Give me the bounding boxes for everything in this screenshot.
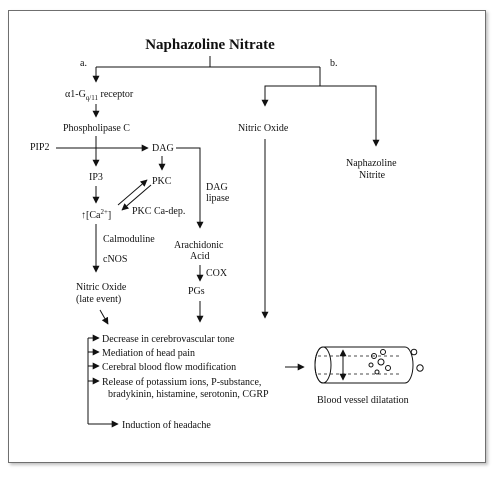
- pkc-ca-dep-label: PKC Ca-dep.: [132, 206, 185, 217]
- dag-lipase-line2: lipase: [206, 193, 230, 204]
- arrow-to-nitric-oxide: [261, 85, 320, 107]
- arachidonic-acid-line1: Arachidonic: [174, 240, 224, 251]
- arrow-nitric-oxide-late-to-effects: [99, 309, 109, 325]
- pkc-label: PKC: [152, 176, 172, 187]
- arachidonic-acid-line2: Acid: [190, 251, 209, 262]
- top-branch-connector: [92, 56, 321, 86]
- nitric-oxide-late-line2: (late event): [76, 294, 121, 305]
- phospholipase-c-label: Phospholipase C: [63, 123, 130, 134]
- ip3-label: IP3: [89, 172, 103, 183]
- nitric-oxide-late-line1: Nitric Oxide: [76, 282, 127, 293]
- effect-item: Mediation of head pain: [102, 348, 195, 359]
- blood-vessel-dilatation-caption: Blood vessel dilatation: [317, 395, 409, 406]
- arrow-dag-lipase: [176, 147, 204, 229]
- cox-label: COX: [206, 268, 228, 279]
- nitric-oxide-label: Nitric Oxide: [238, 123, 289, 134]
- calcium-label: ↑[Ca2+]: [81, 208, 111, 221]
- naphazoline-nitrite-line2: Nitrite: [359, 170, 386, 181]
- dag-label: DAG: [152, 143, 174, 154]
- branch-a-label: a.: [80, 58, 87, 69]
- pip2-label: PIP2: [30, 142, 49, 153]
- effect-item: bradykinin, histamine, serotonin, CGRP: [108, 389, 269, 400]
- arrow-pkc-to-calcium: [121, 184, 152, 211]
- naphazoline-nitrite-line1: Naphazoline: [346, 158, 397, 169]
- calmoduline-label: Calmoduline: [103, 234, 155, 245]
- dag-lipase-line1: DAG: [206, 182, 228, 193]
- arrow-calcium-to-pkc: [117, 179, 148, 206]
- cnos-label: cNOS: [103, 254, 127, 265]
- induction-of-headache-label: Induction of headache: [122, 420, 211, 431]
- effect-item: Decrease in cerebrovascular tone: [102, 334, 235, 345]
- effects-bracket: [87, 334, 119, 428]
- effect-item: Cerebral blood flow modification: [102, 362, 236, 373]
- arrow-to-naphazoline-nitrite: [320, 85, 380, 147]
- pgs-label: PGs: [188, 286, 205, 297]
- diagram-title: Naphazoline Nitrate: [145, 37, 275, 53]
- branch-b-label: b.: [330, 58, 338, 69]
- effect-item: Release of potassium ions, P-substance,: [102, 377, 261, 388]
- receptor-label: α1-Gq/11 receptor: [65, 89, 134, 102]
- blood-vessel-illustration: [314, 346, 424, 384]
